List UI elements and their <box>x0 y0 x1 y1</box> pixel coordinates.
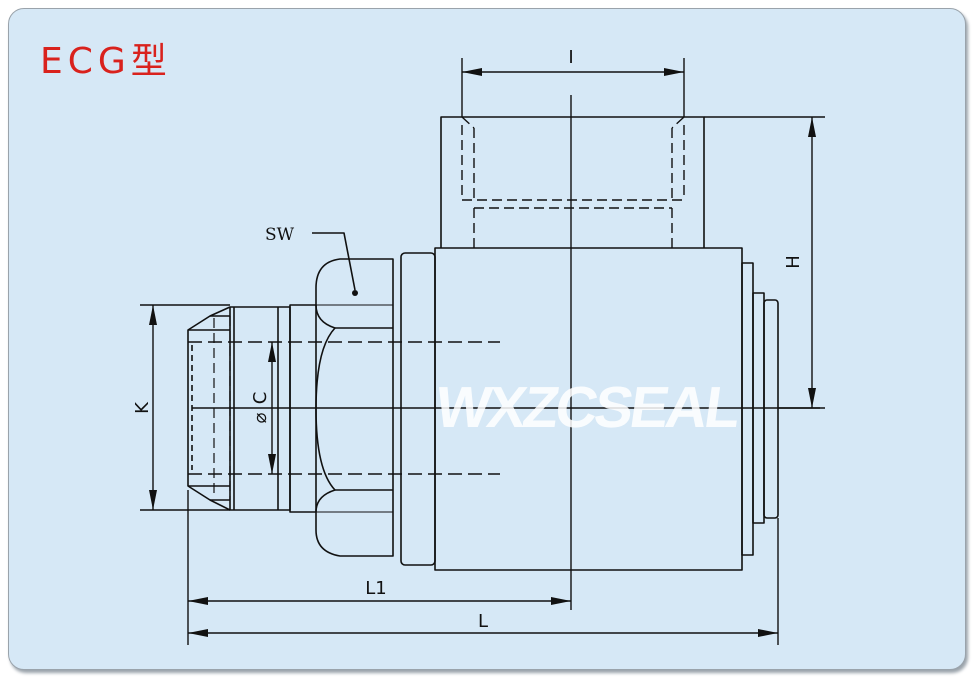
sw-leader <box>312 232 356 291</box>
c-label-group: ⌀ C <box>250 392 271 424</box>
k-label: K <box>132 401 153 414</box>
hidden-bore <box>188 341 500 475</box>
page-title: ECG型 <box>40 41 172 82</box>
cone-tip <box>187 306 231 511</box>
top-port-hidden-thread <box>461 116 685 258</box>
l-label: L <box>478 611 488 632</box>
i-label: I <box>568 47 573 68</box>
l1-label: L1 <box>365 578 386 599</box>
h-label: H <box>783 255 804 269</box>
end-cap-outer <box>741 262 754 556</box>
main-body <box>434 247 743 571</box>
diameter-symbol: ⌀ <box>250 412 271 423</box>
watermark: WXZCSEAL <box>432 375 744 440</box>
sw-label: SW <box>265 225 295 245</box>
c-label: C <box>250 392 271 405</box>
top-port-body <box>440 116 705 250</box>
collar <box>400 252 436 566</box>
end-cap-face <box>763 299 779 519</box>
